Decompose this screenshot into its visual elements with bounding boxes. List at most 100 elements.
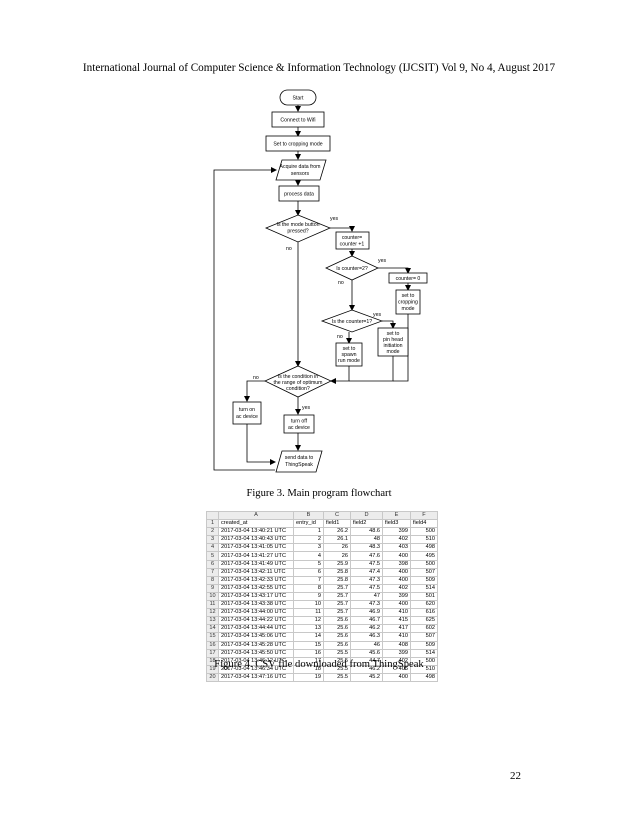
table-cell: 400 [382,672,411,682]
table-cell: 400 [382,551,411,561]
table-cell: 417 [382,624,411,634]
table-cell: 5 [293,559,324,569]
table-cell: 16 [293,648,324,658]
table-cell: 398 [382,559,411,569]
table-cell: 26 [323,551,351,561]
table-cell: 2017-03-04 13:44:00 UTC [218,608,294,618]
table-cell: 25.6 [323,616,351,626]
table-cell: 2017-03-04 13:45:28 UTC [218,640,294,650]
table-cell: 6 [293,567,324,577]
table-cell: 19 [293,672,324,682]
flow-set-cropping: Set to cropping mode [265,135,331,152]
table-cell: 47.3 [350,600,383,610]
svg-text:counter= 0: counter= 0 [396,276,421,282]
table-cell: 507 [410,567,438,577]
column-letter: F [410,510,438,521]
table-cell: 25.8 [323,575,351,585]
svg-text:counter=: counter= [342,235,362,241]
svg-text:turn on: turn on [239,407,255,413]
svg-text:Is the mode button: Is the mode button [277,222,320,228]
table-cell: 47.3 [350,575,383,585]
row-number: 6 [206,559,219,569]
label-no-1: no [286,246,292,252]
svg-text:ac device: ac device [236,414,258,420]
table-cell: 25.7 [323,591,351,602]
row-number: 17 [206,648,219,658]
svg-text:Is the counter=1?: Is the counter=1? [332,319,372,325]
table-cell: 2017-03-04 13:40:21 UTC [218,527,294,537]
svg-text:counter +1: counter +1 [340,242,365,248]
row-number: 10 [206,591,219,602]
table-cell: 2017-03-04 13:40:43 UTC [218,535,294,545]
row-number: 1 [206,519,219,529]
svg-text:run mode: run mode [338,358,360,364]
table-cell: 2017-03-04 13:41:49 UTC [218,559,294,569]
table-cell: 501 [410,591,438,602]
table-cell: 498 [410,672,438,682]
svg-text:Is the condition in: Is the condition in [278,374,318,380]
svg-text:Connect to Wifi: Connect to Wifi [280,118,315,124]
table-cell: 26.1 [323,535,351,545]
flow-mode-decision: Is the mode button pressed? [264,214,332,243]
table-cell: 9 [293,591,324,602]
table-cell: 509 [410,575,438,585]
flow-pinhead-mode: set to pin head initiation mode [377,327,409,357]
table-cell: 1 [293,527,324,537]
table-cell: 3 [293,543,324,553]
table-cell: 2017-03-04 13:42:33 UTC [218,575,294,585]
svg-text:the range of optimum: the range of optimum [273,380,322,386]
table-cell: 25.6 [323,624,351,634]
svg-text:process data: process data [284,192,314,198]
table-cell: 2017-03-04 13:45:50 UTC [218,648,294,658]
table-cell: 602 [410,624,438,634]
flow-counter1-decision: Is the counter=1? [320,309,384,333]
table-cell: 500 [410,527,438,537]
svg-text:mode: mode [387,349,400,355]
figure4-caption: Figure 4. CSV file downloaded from Thing… [214,659,424,670]
table-cell: 498 [410,543,438,553]
flowchart-connectors [213,105,411,471]
table-cell: field3 [382,519,411,529]
table-cell: 2017-03-04 13:41:27 UTC [218,551,294,561]
table-cell: field1 [323,519,351,529]
journal-header: International Journal of Computer Scienc… [82,62,556,74]
table-cell: 399 [382,527,411,537]
page-number: 22 [510,770,521,782]
row-number: 8 [206,575,219,585]
table-cell: 25.6 [323,640,351,650]
svg-text:pressed?: pressed? [287,229,308,235]
svg-text:spawn: spawn [342,352,357,358]
label-no-2: no [338,280,344,286]
table-cell: 15 [293,640,324,650]
table-cell: 400 [382,575,411,585]
svg-text:mode: mode [402,306,415,312]
table-cell: 47 [350,591,383,602]
table-cell: 514 [410,648,438,658]
svg-text:condition?: condition? [286,386,310,392]
column-letter: B [293,510,324,521]
table-cell: 48.6 [350,527,383,537]
row-number: 11 [206,600,219,610]
row-number: 12 [206,608,219,618]
table-cell: 47.5 [350,559,383,569]
table-cell: 45.2 [350,672,383,682]
row-number: 3 [206,535,219,545]
svg-text:cropping: cropping [398,300,418,306]
table-cell: 2017-03-04 13:44:22 UTC [218,616,294,626]
table-cell: 25.7 [323,600,351,610]
row-number: 7 [206,567,219,577]
svg-text:ac device: ac device [288,425,310,431]
flow-counter-zero: counter= 0 [388,272,428,284]
table-cell: 400 [382,567,411,577]
table-cell: 400 [382,600,411,610]
table-cell: 2017-03-04 13:47:16 UTC [218,672,294,682]
table-cell: 410 [382,632,411,642]
label-yes-4: yes [302,405,310,411]
